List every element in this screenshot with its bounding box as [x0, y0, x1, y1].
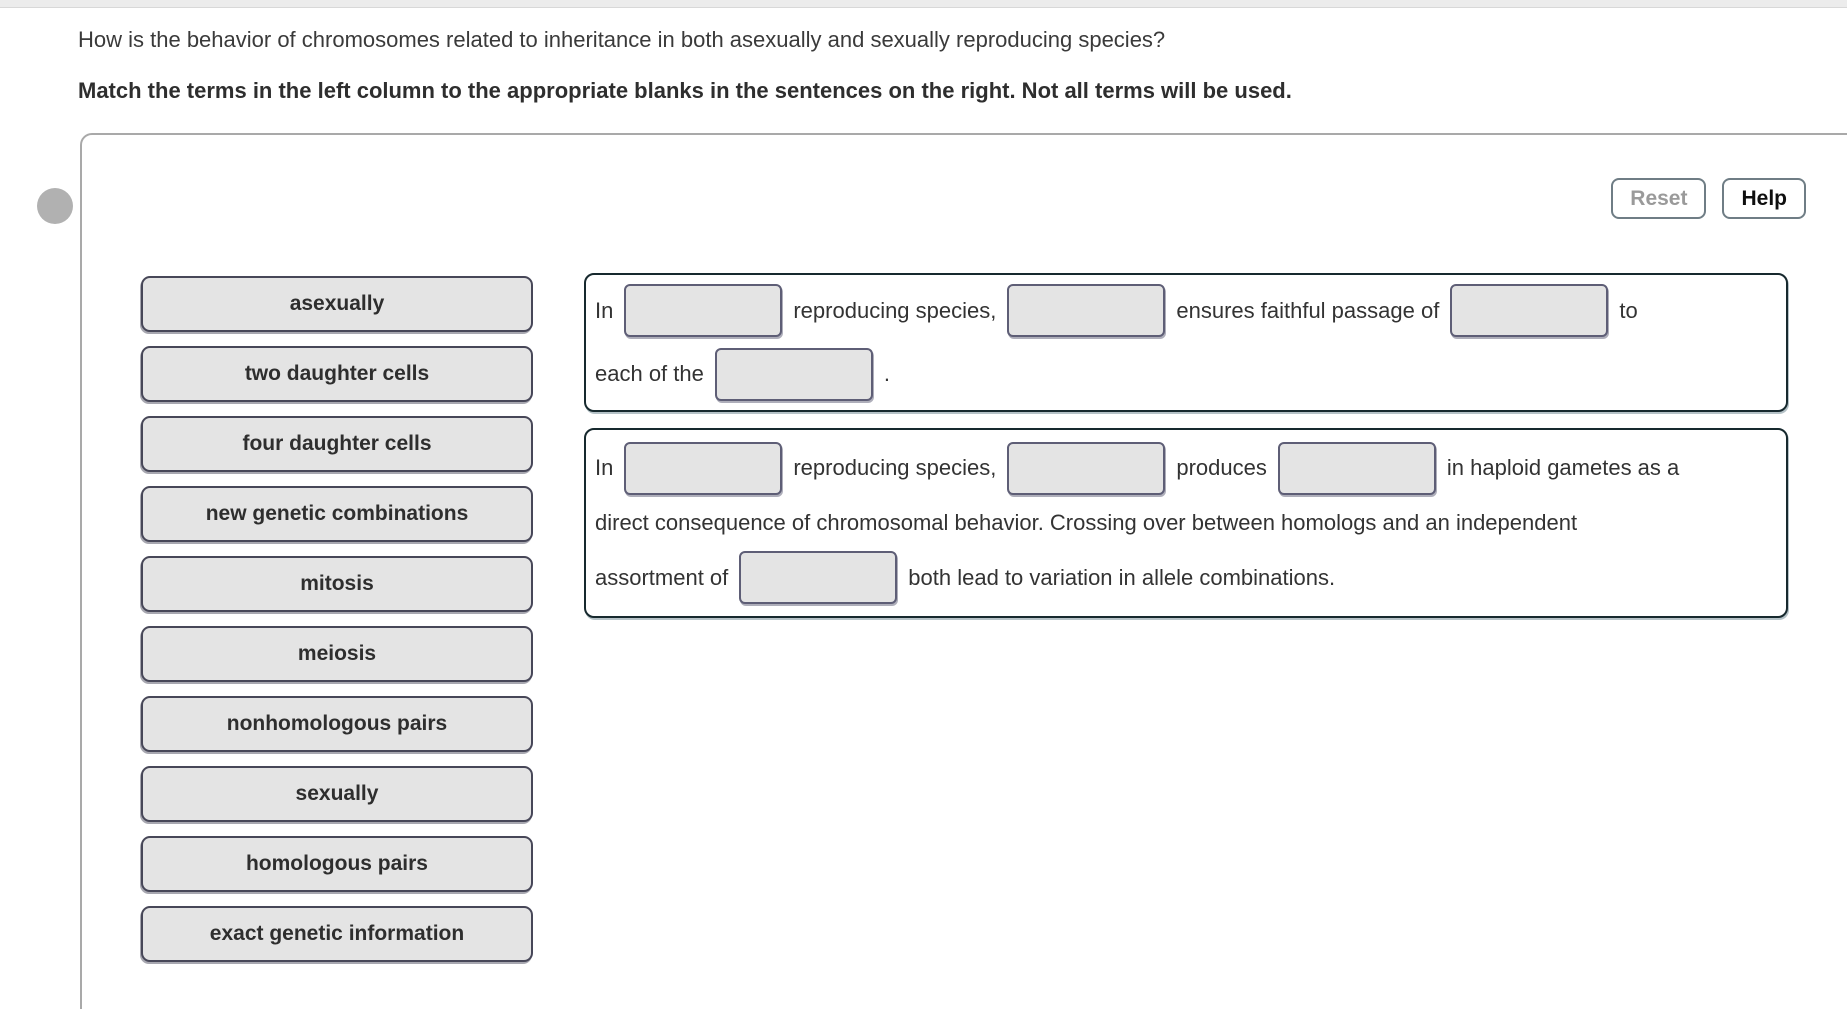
term-chip-mitosis[interactable]: mitosis [141, 556, 533, 612]
term-chip-new-genetic-combinations[interactable]: new genetic combinations [141, 486, 533, 542]
sentence-text: to [1619, 297, 1638, 323]
answer-blank-7[interactable] [1277, 441, 1436, 495]
term-chip-two-daughter-cells[interactable]: two daughter cells [141, 346, 533, 402]
answer-blank-2[interactable] [1007, 284, 1166, 338]
sentence-text: in haploid gametes as a [1446, 455, 1680, 481]
term-chip-exact-genetic-information[interactable]: exact genetic information [141, 906, 533, 962]
sentence-text: . [883, 361, 890, 387]
answer-blank-3[interactable] [1450, 284, 1609, 338]
answer-blank-5[interactable] [624, 441, 783, 495]
sentence-text: produces [1176, 455, 1267, 481]
sentence-text: reproducing species, [793, 297, 997, 323]
sentence-text: ensures faithful passage of [1176, 297, 1440, 323]
sentences-column: In reproducing species, ensures faithful… [584, 273, 1788, 618]
answer-blank-1[interactable] [624, 284, 783, 338]
term-chip-homologous-pairs[interactable]: homologous pairs [141, 836, 533, 892]
sentence-text: reproducing species, [793, 455, 997, 481]
toolbar: Reset Help [1611, 178, 1806, 219]
answer-blank-8[interactable] [739, 551, 898, 605]
term-chip-sexually[interactable]: sexually [141, 766, 533, 822]
sentence-2-line-1: In reproducing species, produces in hapl… [595, 441, 1777, 495]
sentence-2-line-2: direct consequence of chromosomal behavi… [595, 510, 1777, 536]
question-text: How is the behavior of chromosomes relat… [78, 27, 1166, 52]
sentence-2-line-3: assortment of both lead to variation in … [595, 551, 1777, 605]
sentence-text: assortment of [595, 564, 729, 590]
sentence-text: direct consequence of chromosomal behavi… [595, 509, 1578, 535]
sentence-text: both lead to variation in allele combina… [908, 564, 1336, 590]
sentence-box-1: In reproducing species, ensures faithful… [584, 273, 1788, 412]
terms-column: asexually two daughter cells four daught… [141, 276, 533, 962]
sentence-1-line-2: each of the . [595, 347, 1777, 401]
reset-button[interactable]: Reset [1611, 178, 1707, 219]
instruction-text: Match the terms in the left column to th… [78, 78, 1292, 103]
sentence-text: each of the [595, 361, 704, 387]
sentence-text: In [595, 455, 614, 481]
help-button[interactable]: Help [1722, 178, 1806, 219]
answer-blank-4[interactable] [714, 347, 873, 401]
sentence-text: In [595, 297, 614, 323]
sentence-1-line-1: In reproducing species, ensures faithful… [595, 284, 1777, 338]
sentence-box-2: In reproducing species, produces in hapl… [584, 428, 1788, 618]
term-chip-meiosis[interactable]: meiosis [141, 626, 533, 682]
top-divider [0, 0, 1847, 8]
term-chip-four-daughter-cells[interactable]: four daughter cells [141, 416, 533, 472]
term-chip-nonhomologous-pairs[interactable]: nonhomologous pairs [141, 696, 533, 752]
drag-handle-circle[interactable] [37, 188, 73, 224]
term-chip-asexually[interactable]: asexually [141, 276, 533, 332]
answer-blank-6[interactable] [1007, 441, 1166, 495]
